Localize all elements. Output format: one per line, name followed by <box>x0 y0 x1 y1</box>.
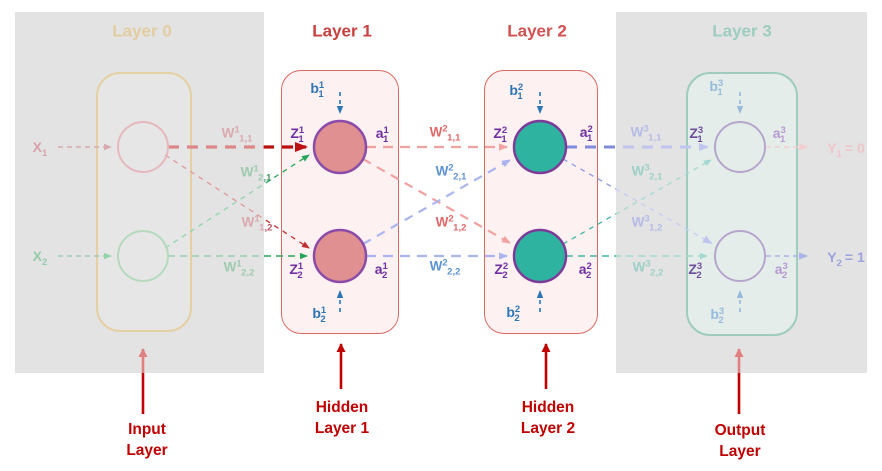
weight-label-w2-11: W21,1 <box>429 123 461 144</box>
annotation-output-layer: Output Layer <box>714 422 766 460</box>
a-label-l3-n1: a31 <box>772 124 786 145</box>
weight-label-w2-22: W22,2 <box>429 257 461 278</box>
output-label-y1: Y1= 0 <box>827 139 865 160</box>
weights-w1-connections <box>164 142 310 260</box>
a-label-l1-n2: a12 <box>374 260 388 281</box>
weight-label-w2-12: W21,2 <box>435 213 467 234</box>
node-hidden2-1 <box>512 119 568 175</box>
annotation-arrows <box>138 343 744 414</box>
layer-1-title: Layer 1 <box>312 21 372 41</box>
weight-label-w1-11: W11,1 <box>221 124 253 145</box>
annotation-input-layer: Input Layer <box>126 421 168 459</box>
output-arrows <box>766 143 808 260</box>
weight-label-w3-12: W31,2 <box>631 213 663 234</box>
output-label-y2: Y2= 1 <box>827 248 865 269</box>
annotation-hidden-layer-2: Hidden Layer 2 <box>520 399 576 437</box>
node-hidden1-1 <box>312 119 368 175</box>
a-label-l1-n1: a11 <box>375 124 389 145</box>
bias-label-l2-n2: b22 <box>506 303 521 324</box>
weight-label-w3-22: W32,2 <box>632 258 664 279</box>
layer-3-title: Layer 3 <box>712 21 772 41</box>
a-label-l2-n2: a22 <box>578 260 592 281</box>
weight-label-w2-21: W22,1 <box>435 162 467 183</box>
input-label-x2: X2 <box>32 247 48 268</box>
z-label-l3-n1: Z31 <box>689 124 704 145</box>
layer-0-title: Layer 0 <box>112 21 172 41</box>
weight-label-w1-21: W12,1 <box>240 163 272 184</box>
a-label-l3-n2: a32 <box>774 260 788 281</box>
weight-label-w1-22: W12,2 <box>223 258 255 279</box>
input-arrows <box>58 143 112 260</box>
bias-label-l2-n1: b21 <box>509 81 524 102</box>
input-label-x1: X1 <box>32 138 48 159</box>
node-input-2 <box>117 230 169 282</box>
node-hidden2-2 <box>512 228 568 284</box>
bias-label-l1-n2: b12 <box>312 304 327 325</box>
z-label-l1-n2: Z12 <box>289 260 304 281</box>
annotation-hidden-layer-1: Hidden Layer 1 <box>314 399 370 437</box>
weight-label-w3-21: W32,1 <box>631 162 663 183</box>
weight-label-w1-12: W11,2 <box>241 213 273 234</box>
node-output-2 <box>714 230 766 282</box>
node-input-1 <box>117 121 169 173</box>
bias-label-l3-n1: b31 <box>709 77 724 98</box>
bias-label-l3-n2: b32 <box>710 305 725 326</box>
z-label-l2-n2: Z22 <box>494 260 509 281</box>
layer-2-title: Layer 2 <box>507 21 567 41</box>
z-label-l3-n2: Z32 <box>688 260 703 281</box>
weight-label-w3-11: W31,1 <box>630 123 662 144</box>
a-label-l2-n1: a21 <box>579 123 593 144</box>
node-hidden1-2 <box>312 228 368 284</box>
bias-label-l1-n1: b11 <box>310 79 325 100</box>
node-output-1 <box>714 121 766 173</box>
weights-w2-connections <box>362 143 511 260</box>
z-label-l2-n1: Z21 <box>493 124 508 145</box>
z-label-l1-n1: Z11 <box>290 124 305 145</box>
